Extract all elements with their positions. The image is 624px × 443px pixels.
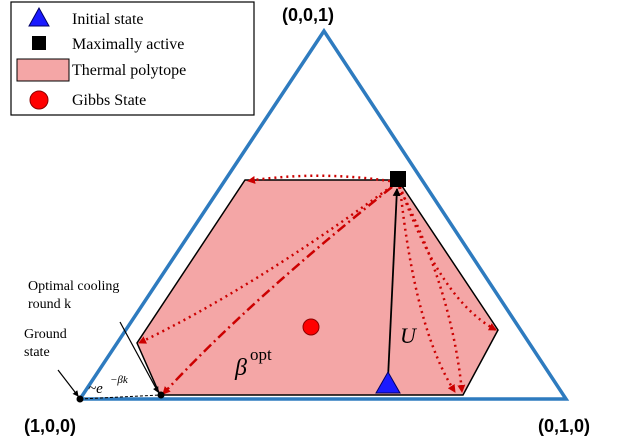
legend-gibbs-state-label: Gibbs State bbox=[72, 92, 146, 109]
optimal-cooling-point bbox=[157, 391, 165, 399]
decay-label: ~e −βk bbox=[88, 374, 129, 397]
ground-to-cooling-dashed-line bbox=[79, 394, 161, 400]
beta-superscript: opt bbox=[250, 345, 272, 364]
optimal-cooling-label-line1: Optimal cooling bbox=[28, 279, 119, 294]
legend-thermal-polytope-label: Thermal polytope bbox=[72, 62, 186, 79]
beta-opt-label: β opt bbox=[234, 345, 272, 381]
decay-prefix: ~e bbox=[88, 381, 103, 397]
legend-thermal-polytope-marker bbox=[16, 58, 70, 82]
unitary-label: U bbox=[400, 323, 418, 348]
legend: Initial state Maximally active Thermal p… bbox=[10, 1, 255, 116]
arrow-to-right-vertex bbox=[398, 185, 497, 332]
probability-simplex-triangle bbox=[76, 27, 570, 401]
legend-gibbs-state-marker bbox=[29, 90, 49, 110]
vertex-label-right: (0,1,0) bbox=[538, 416, 590, 436]
beta-symbol: β bbox=[234, 355, 247, 381]
legend-initial-state-marker bbox=[28, 6, 50, 27]
optimal-cooling-label-line2: round k bbox=[28, 297, 71, 312]
ground-state-label-line2: state bbox=[24, 345, 50, 360]
ground-state-label-line1: Ground bbox=[24, 327, 67, 342]
legend-maximally-active-label: Maximally active bbox=[72, 36, 184, 53]
thermal-operation-arrows bbox=[138, 174, 497, 393]
legend-maximally-active-marker bbox=[32, 36, 46, 50]
beta-opt-path bbox=[162, 186, 393, 395]
maximally-active-marker bbox=[390, 171, 406, 187]
vertex-label-left: (1,0,0) bbox=[24, 416, 76, 436]
vertex-label-top: (0,0,1) bbox=[282, 5, 334, 25]
decay-exponent: −βk bbox=[110, 374, 129, 386]
gibbs-state-marker bbox=[302, 318, 320, 336]
ground-state-point bbox=[76, 395, 84, 403]
ground-state-pointer bbox=[57, 369, 79, 397]
legend-initial-state-label: Initial state bbox=[72, 11, 144, 28]
unitary-arrow bbox=[387, 188, 401, 379]
optimal-cooling-pointer bbox=[119, 321, 159, 393]
initial-state-marker bbox=[375, 370, 401, 394]
arrow-to-left-vertex bbox=[138, 184, 393, 345]
